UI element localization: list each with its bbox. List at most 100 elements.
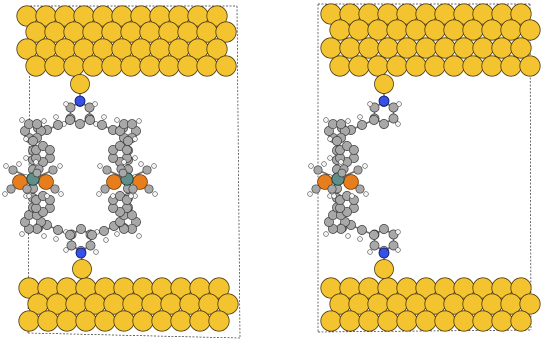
gold-atom (367, 55, 389, 77)
gold-atom (472, 310, 494, 332)
carbon-atom (65, 115, 75, 125)
gold-atom (415, 37, 437, 59)
gold-atom (434, 37, 456, 59)
hydrogen-atom (16, 161, 22, 167)
hydrogen-atom (2, 191, 8, 197)
hydrogen-atom (58, 191, 64, 197)
gold-atom (481, 19, 503, 41)
gold-atom (82, 55, 104, 77)
gold-atom (217, 293, 239, 315)
gold-atom (158, 55, 180, 77)
gold-atom (339, 37, 361, 59)
hydrogen-atom (362, 163, 368, 169)
gold-atom (443, 55, 465, 77)
carbon-atom (369, 230, 379, 240)
hydrogen-atom (395, 247, 401, 253)
gold-atom (462, 19, 484, 41)
gold-atom (500, 55, 522, 77)
gold-atom (424, 55, 446, 77)
gold-atom (358, 37, 380, 59)
carbon-atom (50, 184, 60, 194)
gold-atom (348, 19, 370, 41)
hydrogen-atom (357, 114, 363, 120)
carbon-atom (127, 119, 137, 130)
nitrogen-atom (74, 95, 86, 107)
hydrogen-atom (128, 193, 134, 199)
gold-atom (386, 19, 408, 41)
gold-atom (519, 293, 541, 315)
gold-atom (491, 37, 513, 59)
gold-atom (510, 277, 532, 299)
carbon-atom (332, 136, 342, 146)
hydrogen-atom (132, 155, 138, 161)
carbon-atom (369, 115, 379, 125)
carbon-atom (85, 115, 95, 125)
hydrogen-atom (308, 163, 314, 169)
gold-atom (472, 37, 494, 59)
hydrogen-atom (307, 191, 313, 197)
gold-atom (462, 55, 484, 77)
carbon-atom (66, 240, 77, 251)
carbon-atom (44, 145, 55, 155)
hydrogen-atom (136, 233, 142, 239)
gold-atom (405, 55, 427, 77)
carbon-atom (6, 184, 16, 194)
hydrogen-atom (327, 136, 333, 142)
carbon-atom (48, 165, 58, 175)
carbon-atom (379, 224, 389, 234)
carbon-atom (100, 184, 110, 194)
carbon-atom (75, 119, 85, 129)
hydrogen-atom (110, 193, 116, 199)
hydrogen-atom (96, 191, 102, 197)
gold-atom (44, 55, 66, 77)
hydrogen-atom (367, 101, 373, 107)
carbon-atom (348, 145, 359, 155)
hydrogen-atom (396, 101, 402, 107)
carbon-atom (388, 240, 399, 251)
carbon-atom (327, 184, 337, 194)
nitrogen-atom (378, 95, 390, 107)
hydrogen-atom (357, 236, 363, 242)
hydrogen-atom (132, 136, 138, 142)
hydrogen-atom (331, 193, 337, 199)
hydrogen-atom (395, 121, 401, 127)
carbon-atom (336, 119, 346, 130)
gold-anchor-atom (70, 74, 90, 94)
hydrogen-atom (92, 101, 98, 107)
gold-atom (329, 55, 351, 77)
gold-atom (151, 310, 173, 332)
carbon-atom (85, 240, 96, 251)
gold-atom (453, 37, 475, 59)
carbon-atom (313, 165, 323, 175)
gold-atom (170, 310, 192, 332)
gold-atom (206, 38, 228, 60)
hydrogen-atom (63, 247, 69, 253)
carbon-atom (357, 225, 367, 235)
carbon-atom (8, 165, 18, 175)
gold-atom (348, 55, 370, 77)
gold-atom (519, 55, 541, 77)
hydrogen-atom (136, 118, 142, 124)
carbon-atom (32, 168, 42, 178)
carbon-atom (142, 165, 152, 175)
carbon-atom (357, 120, 367, 130)
carbon-atom (76, 224, 86, 234)
hydrogen-atom (114, 117, 120, 123)
carbon-atom (127, 210, 137, 221)
carbon-atom (128, 184, 138, 194)
carbon-atom (355, 184, 365, 194)
gold-atom (101, 55, 123, 77)
gold-atom (177, 55, 199, 77)
gold-atom (56, 310, 78, 332)
nitrogen-atom (378, 247, 390, 259)
gold-atom (396, 37, 418, 59)
gold-atom (443, 19, 465, 41)
carbon-atom (22, 184, 32, 194)
gold-anchor-atom (374, 259, 394, 279)
hydrogen-atom (101, 114, 107, 120)
hydrogen-atom (44, 193, 50, 199)
gold-atom (63, 55, 85, 77)
gold-atom (120, 55, 142, 77)
gold-atom (424, 19, 446, 41)
carbon-atom (121, 145, 132, 155)
